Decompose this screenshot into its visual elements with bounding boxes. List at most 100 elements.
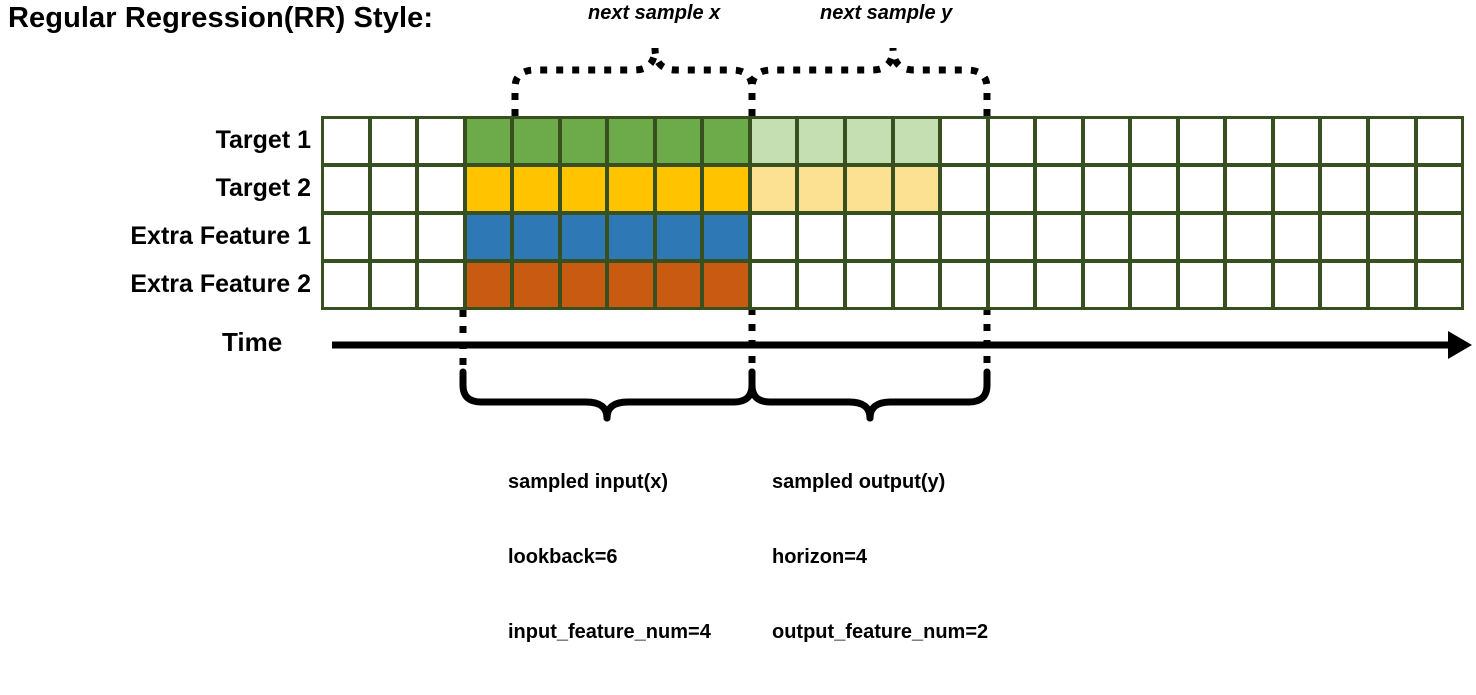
grid-cell-input xyxy=(466,215,511,259)
grid-cell-input xyxy=(656,215,701,259)
sampled-input-caption-line-1: sampled input(x) xyxy=(508,471,669,493)
next-sample-y-brace-icon xyxy=(748,47,991,116)
grid-cell-empty xyxy=(419,263,463,307)
sampled-output-caption-line-2: horizon=4 xyxy=(772,546,868,568)
grid-cell-empty xyxy=(324,215,368,259)
grid-cell-empty xyxy=(989,119,1034,163)
timeseries-grid xyxy=(321,116,1464,310)
grid-cell-empty xyxy=(1132,263,1176,307)
grid-cell-input xyxy=(561,167,606,211)
grid-cell-empty xyxy=(894,263,939,307)
grid-cell-input xyxy=(514,119,558,163)
grid-cell-output xyxy=(894,167,939,211)
grid-cell-output xyxy=(799,119,844,163)
grid-cell-input xyxy=(466,263,511,307)
grid-cell-empty xyxy=(799,215,844,259)
row-label-target-1: Target 1 xyxy=(215,126,311,154)
grid-cell-input xyxy=(561,263,606,307)
grid-cell-empty xyxy=(1132,215,1176,259)
sampled-input-caption: sampled input(x) lookback=6 input_featur… xyxy=(508,420,711,695)
grid-cell-empty xyxy=(894,215,939,259)
grid-cell-empty xyxy=(942,215,986,259)
grid-cell-input xyxy=(609,263,653,307)
grid-cell-empty xyxy=(799,263,844,307)
grid-cell-input xyxy=(466,119,511,163)
grid-cell-empty xyxy=(1322,263,1367,307)
grid-cell-empty xyxy=(1179,215,1224,259)
grid-cell-input xyxy=(656,167,701,211)
grid-cell-input xyxy=(466,167,511,211)
grid-cell-output xyxy=(847,119,891,163)
grid-cell-empty xyxy=(1417,167,1462,211)
time-axis-label: Time xyxy=(222,327,283,357)
grid-cell-empty xyxy=(1370,167,1414,211)
grid-cell-empty xyxy=(1370,263,1414,307)
grid-cell-empty xyxy=(1179,263,1224,307)
grid-cell-input xyxy=(704,215,748,259)
grid-cell-empty xyxy=(751,215,796,259)
grid-cell-empty xyxy=(942,167,986,211)
grid-cell-empty xyxy=(1037,215,1081,259)
diagram-canvas: Regular Regression(RR) Style: next sampl… xyxy=(8,2,1472,643)
grid-cell-empty xyxy=(989,167,1034,211)
grid-cell-empty xyxy=(1132,119,1176,163)
grid-cell-empty xyxy=(1227,263,1271,307)
grid-cell-empty xyxy=(751,263,796,307)
grid-cell-input xyxy=(609,119,653,163)
grid-cell-empty xyxy=(942,119,986,163)
grid-cell-empty xyxy=(371,215,416,259)
grid-cell-empty xyxy=(1132,167,1176,211)
grid-cell-empty xyxy=(1179,119,1224,163)
row-label-extra-feature-1: Extra Feature 1 xyxy=(130,222,311,250)
sampled-input-caption-line-2: lookback=6 xyxy=(508,546,618,568)
row-label-target-2: Target 2 xyxy=(215,174,311,202)
grid-cell-empty xyxy=(1322,119,1367,163)
grid-cell-empty xyxy=(847,263,891,307)
grid-cell-empty xyxy=(324,263,368,307)
grid-cell-empty xyxy=(419,167,463,211)
next-sample-x-label: next sample x xyxy=(588,2,721,24)
grid-cell-empty xyxy=(1370,215,1414,259)
grid-cell-empty xyxy=(1417,215,1462,259)
grid-cell-input xyxy=(514,167,558,211)
row-label-extra-feature-2: Extra Feature 2 xyxy=(130,270,311,298)
grid-cell-empty xyxy=(1227,215,1271,259)
grid-cell-empty xyxy=(1370,119,1414,163)
sampled-input-caption-line-3: input_feature_num=4 xyxy=(508,621,711,643)
grid-cell-empty xyxy=(324,119,368,163)
sampled-output-brace-icon xyxy=(748,368,991,422)
grid-cell-empty xyxy=(1322,167,1367,211)
grid-cell-input xyxy=(656,119,701,163)
sampled-output-caption-line-3: output_feature_num=2 xyxy=(772,621,989,643)
sampled-output-caption-line-1: sampled output(y) xyxy=(772,471,946,493)
grid-row xyxy=(324,119,1462,163)
grid-cell-empty xyxy=(371,119,416,163)
grid-cell-empty xyxy=(1179,167,1224,211)
grid-cell-empty xyxy=(324,167,368,211)
grid-row xyxy=(324,167,1462,211)
sampled-output-caption: sampled output(y) horizon=4 output_featu… xyxy=(772,420,988,695)
grid-row xyxy=(324,215,1462,259)
next-sample-y-label: next sample y xyxy=(820,2,953,24)
grid-cell-empty xyxy=(1274,119,1319,163)
grid-cell-empty xyxy=(1417,263,1462,307)
sampled-input-brace-icon xyxy=(459,368,756,422)
grid-cell-empty xyxy=(1084,119,1129,163)
grid-cell-empty xyxy=(1417,119,1462,163)
grid-cell-empty xyxy=(371,263,416,307)
grid-cell-empty xyxy=(847,215,891,259)
grid-cell-empty xyxy=(1037,119,1081,163)
grid-cell-input xyxy=(561,119,606,163)
grid-cell-empty xyxy=(419,119,463,163)
grid-row xyxy=(324,263,1462,307)
grid-cell-empty xyxy=(942,263,986,307)
grid-cell-input xyxy=(514,263,558,307)
grid-cell-empty xyxy=(1037,167,1081,211)
grid-cell-input xyxy=(704,119,748,163)
grid-cell-output xyxy=(799,167,844,211)
grid-cell-empty xyxy=(1322,215,1367,259)
grid-cell-output xyxy=(751,167,796,211)
grid-cell-empty xyxy=(419,215,463,259)
grid-cell-input xyxy=(609,215,653,259)
grid-cell-empty xyxy=(1227,167,1271,211)
